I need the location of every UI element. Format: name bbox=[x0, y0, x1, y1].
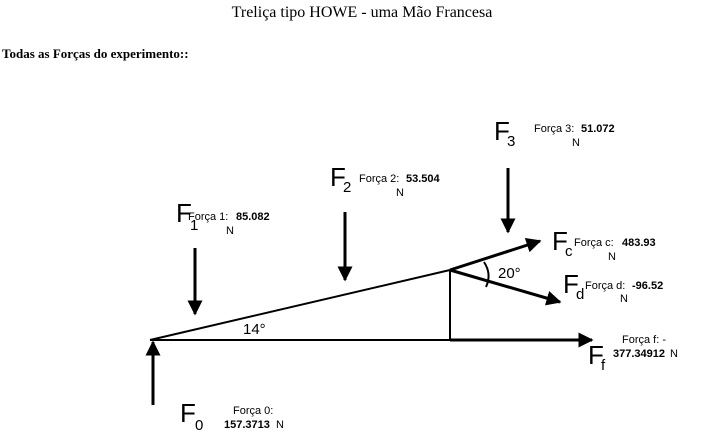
arrow-fd bbox=[449, 268, 562, 306]
f1-value: 85.082 bbox=[236, 211, 270, 223]
ff-value: 377.34912 bbox=[613, 348, 665, 360]
f2-subscript: 2 bbox=[343, 179, 351, 196]
f0-value: 157.3713 bbox=[224, 419, 270, 431]
fc-symbol: F bbox=[552, 226, 568, 256]
f0-label: Força 0: bbox=[233, 405, 273, 417]
f3-symbol: F bbox=[494, 116, 510, 146]
fc-value: 483.93 bbox=[622, 237, 656, 249]
f0-symbol: F bbox=[180, 398, 196, 428]
f1-symbol: F bbox=[176, 198, 192, 228]
f2-unit: N bbox=[396, 187, 404, 199]
f3-label: Força 3: bbox=[534, 123, 574, 135]
f1-subscript: 1 bbox=[190, 217, 198, 234]
fc-subscript: c bbox=[565, 243, 573, 260]
f3-subscript: 3 bbox=[507, 133, 515, 150]
ff-subscript: f bbox=[601, 357, 606, 374]
ff-unit: N bbox=[670, 348, 678, 360]
angle-label-14: 14° bbox=[243, 321, 266, 338]
f3-value: 51.072 bbox=[581, 123, 615, 135]
arrow-fc bbox=[449, 238, 542, 272]
f0-subscript: 0 bbox=[195, 417, 203, 434]
fc-label: Força c: bbox=[574, 237, 614, 249]
f2-label: Força 2: bbox=[359, 173, 399, 185]
ff-symbol: F bbox=[588, 340, 604, 370]
fd-label: Força d: bbox=[585, 280, 625, 292]
section-heading: Todas as Forças do experimento:: bbox=[2, 46, 189, 61]
angle-arc-20 bbox=[483, 261, 490, 288]
f1-label: Força 1: bbox=[188, 211, 228, 223]
f1-unit: N bbox=[226, 225, 234, 237]
page-title: Treliça tipo HOWE - uma Mão Francesa bbox=[231, 4, 493, 21]
top-chord bbox=[149, 269, 451, 341]
f0-unit: N bbox=[276, 419, 284, 431]
fc-unit: N bbox=[608, 251, 616, 263]
fd-value: -96.52 bbox=[632, 280, 663, 292]
fd-symbol: F bbox=[563, 269, 579, 299]
angle-label-20: 20° bbox=[498, 265, 521, 282]
fd-subscript: d bbox=[576, 286, 584, 303]
f2-symbol: F bbox=[330, 162, 346, 192]
f3-unit: N bbox=[572, 137, 580, 149]
f2-value: 53.504 bbox=[406, 173, 441, 185]
fd-unit: N bbox=[620, 293, 628, 305]
ff-label: Força f: - bbox=[622, 334, 666, 346]
